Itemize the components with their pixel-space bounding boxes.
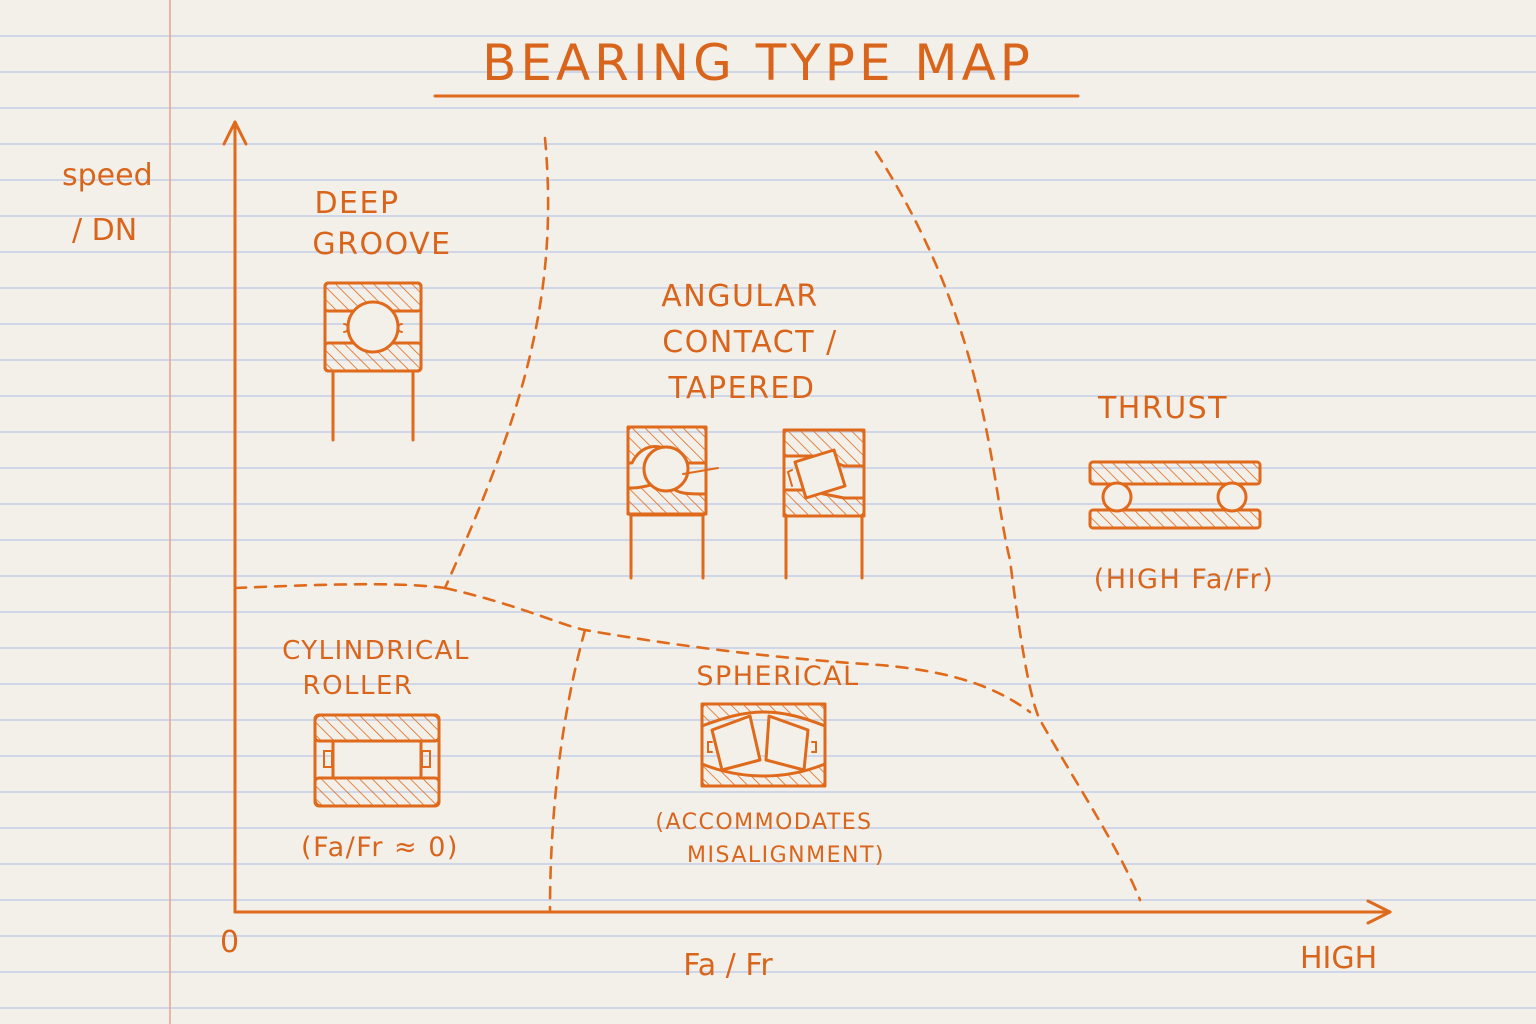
cylindrical-roller-bearing-icon — [313, 713, 441, 808]
spherical-note-1: (ACCOMMODATES — [655, 810, 872, 835]
x-axis-origin: 0 — [220, 925, 239, 960]
angular-label-1: ANGULAR — [661, 279, 818, 314]
angular-label-2: CONTACT / — [662, 325, 837, 360]
region-cylindrical: CYLINDRICAL ROLLER (Fa/Fr ≈ 0) — [282, 636, 470, 863]
deep-groove-label-2: GROOVE — [312, 227, 451, 262]
thrust-note: (HIGH Fa/Fr) — [1094, 564, 1275, 595]
x-axis-max-label: HIGH — [1300, 941, 1377, 976]
region-spherical: SPHERICAL (ACCOMMODATES MISALIGNMENT) — [655, 661, 885, 868]
page-title: BEARING TYPE MAP — [482, 34, 1034, 92]
ruled-lines — [0, 35, 1536, 1009]
angular-contact-bearing-icon — [626, 425, 719, 580]
spherical-roller-bearing-icon — [700, 702, 827, 788]
cylindrical-label-2: ROLLER — [303, 671, 414, 701]
spherical-label: SPHERICAL — [696, 661, 859, 692]
y-axis-label-line1: speed — [62, 158, 153, 193]
deep-groove-label-1: DEEP — [314, 186, 399, 221]
thrust-label: THRUST — [1097, 391, 1228, 426]
region-boundaries — [233, 136, 1142, 912]
arrow-up-icon — [222, 120, 248, 146]
arrow-right-icon — [1366, 899, 1392, 925]
region-angular-contact: ANGULAR CONTACT / TAPERED — [661, 279, 837, 406]
deep-groove-bearing-icon — [323, 281, 423, 442]
y-axis-label-line2: / DN — [72, 213, 137, 248]
spherical-note-2: MISALIGNMENT) — [687, 843, 885, 868]
cylindrical-label-1: CYLINDRICAL — [282, 636, 470, 666]
tapered-roller-bearing-icon — [782, 428, 866, 580]
x-axis-label: Fa / Fr — [683, 948, 773, 983]
y-axis — [222, 120, 248, 914]
x-axis — [233, 899, 1392, 925]
region-thrust: THRUST (HIGH Fa/Fr) — [1094, 391, 1275, 595]
angular-label-3: TAPERED — [668, 371, 816, 406]
cylindrical-note: (Fa/Fr ≈ 0) — [301, 832, 459, 863]
region-deep-groove: DEEP GROOVE — [312, 186, 451, 262]
thrust-bearing-icon — [1088, 460, 1262, 530]
